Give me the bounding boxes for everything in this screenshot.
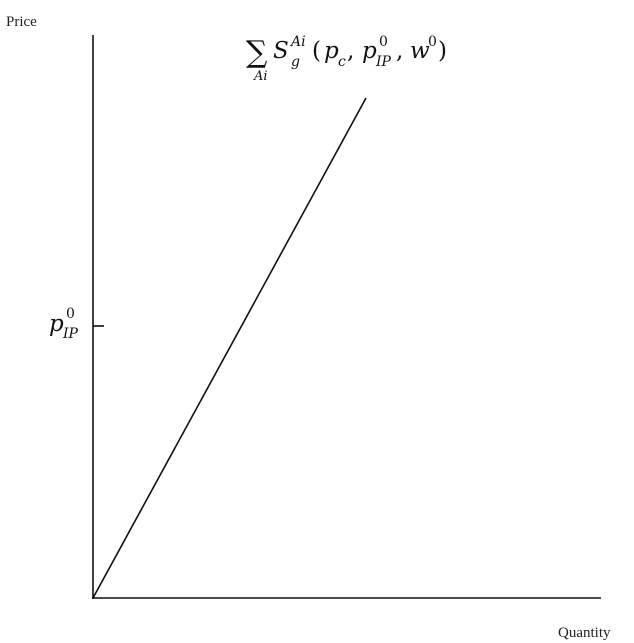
tick-label-superscript: 0 bbox=[66, 306, 75, 322]
arg-pc-subscript: c bbox=[338, 54, 346, 70]
arg-w-superscript: 0 bbox=[428, 34, 437, 50]
comma-1: , bbox=[347, 38, 354, 64]
sum-index: Ai bbox=[253, 69, 268, 84]
supply-curve bbox=[92, 97, 367, 599]
tick-label-p-ip-0: p IP 0 bbox=[49, 306, 79, 342]
tick-label-subscript: IP bbox=[62, 326, 79, 342]
tick-label-base: p bbox=[49, 311, 64, 337]
open-paren: ( bbox=[312, 38, 321, 64]
sum-symbol: ∑ bbox=[246, 35, 268, 70]
arg-pc-base: p bbox=[324, 38, 339, 64]
close-paren: ) bbox=[438, 38, 447, 64]
arg-pip-superscript: 0 bbox=[379, 34, 388, 50]
supply-function-symbol: S bbox=[273, 38, 289, 64]
supply-function-superscript: Ai bbox=[289, 34, 306, 50]
arg-pip-base: p bbox=[362, 38, 377, 64]
y-axis-label: Price bbox=[6, 14, 37, 30]
arg-w-base: w bbox=[410, 38, 430, 64]
comma-2: , bbox=[396, 38, 403, 64]
curve-label: ∑ Ai S Ai g ( p c , p 0 IP , w 0 ) bbox=[246, 34, 447, 84]
x-axis-label: Quantity bbox=[558, 625, 611, 641]
arg-pip-subscript: IP bbox=[375, 54, 392, 70]
supply-function-subscript: g bbox=[291, 54, 300, 70]
